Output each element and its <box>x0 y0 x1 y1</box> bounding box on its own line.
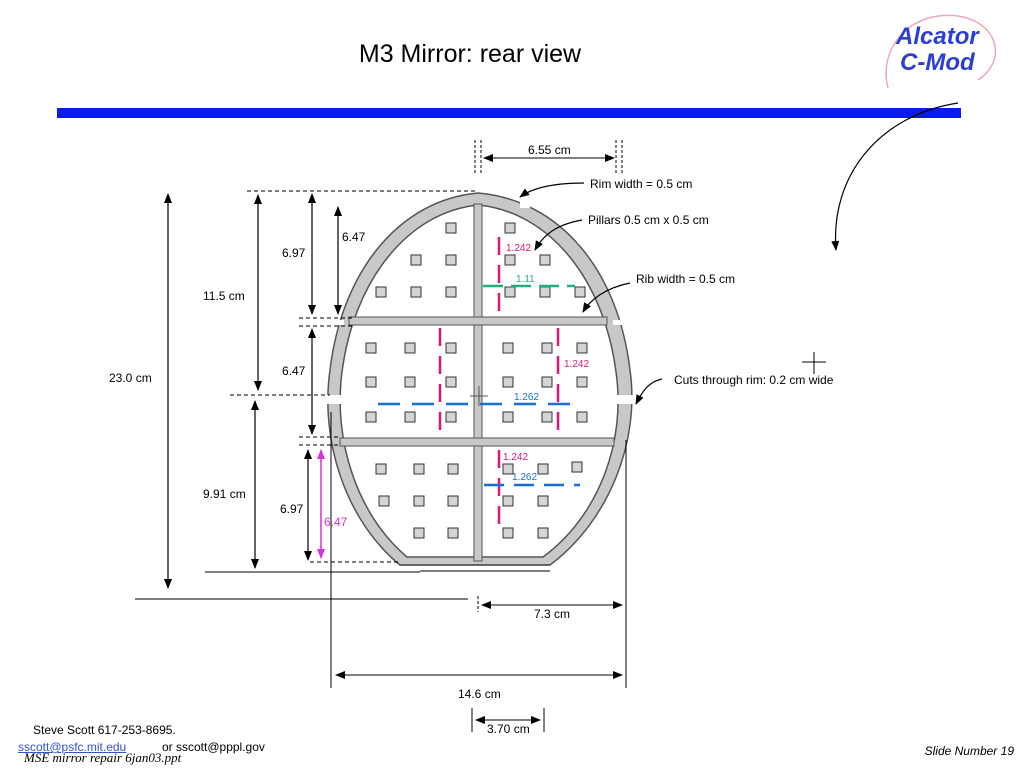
cuts-annotation: Cuts through rim: 0.2 cm wide <box>674 373 834 387</box>
pillars <box>365 222 588 539</box>
alcator-cmod-logo: Alcator C-Mod <box>885 14 997 89</box>
seg-697-bottom-label: 6.97 <box>280 502 304 516</box>
footer-email-link[interactable]: sscott@psfc.mit.edu <box>18 740 127 754</box>
footer-email-alt: or sscott@pppl.gov <box>162 740 265 754</box>
upper-horizontal-rib <box>348 316 608 326</box>
top-width-dimension <box>474 140 623 175</box>
reference-lines <box>230 190 478 563</box>
dim-pink-low-label: 1.242 <box>503 452 528 463</box>
seg-647-bottom-label: 6.47 <box>324 515 348 529</box>
base-width-label: 3.70 cm <box>487 722 530 736</box>
dim-green-top-label: 1.11 <box>516 274 535 285</box>
footer-contact: Steve Scott 617-253-8695. <box>33 723 176 737</box>
slide-number: Slide Number 19 <box>924 744 1014 758</box>
full-width-label: 14.6 cm <box>458 687 501 701</box>
inner-dimension-lines <box>378 237 580 530</box>
height-dimension-arrows <box>164 193 342 589</box>
logo-text-line1: Alcator <box>895 23 980 50</box>
upper-height-label: 11.5 cm <box>203 289 245 303</box>
dim-pink-mid-label: 1.242 <box>564 359 589 370</box>
top-width-label: 6.55 cm <box>528 143 571 157</box>
total-height-label: 23.0 cm <box>109 371 152 385</box>
lower-height-label: 9.91 cm <box>203 487 246 501</box>
rim-width-annotation: Rim width = 0.5 cm <box>590 177 692 191</box>
dim-blue-mid-label: 1.262 <box>514 392 539 403</box>
footer-filename: MSE mirror repair 6jan03.ppt <box>24 750 182 765</box>
vertical-rib <box>473 203 483 562</box>
width-dimension-arrows <box>330 412 627 732</box>
page-title: M3 Mirror: rear view <box>358 40 582 68</box>
seg-647-top-label: 6.47 <box>342 230 366 244</box>
header-rule <box>57 108 961 118</box>
logo-text-line2: C-Mod <box>900 49 976 76</box>
dim-pink-top-label: 1.242 <box>506 243 531 254</box>
pillars-annotation: Pillars 0.5 cm x 0.5 cm <box>588 213 709 227</box>
callout-arrows <box>519 102 959 405</box>
rib-width-annotation: Rib width = 0.5 cm <box>636 272 735 286</box>
seg-647-mid-label: 6.47 <box>282 364 306 378</box>
lower-horizontal-rib <box>339 437 615 447</box>
seg-697-top-label: 6.97 <box>282 246 306 260</box>
half-width-label: 7.3 cm <box>534 607 570 621</box>
dim-blue-low-label: 1.262 <box>512 472 537 483</box>
